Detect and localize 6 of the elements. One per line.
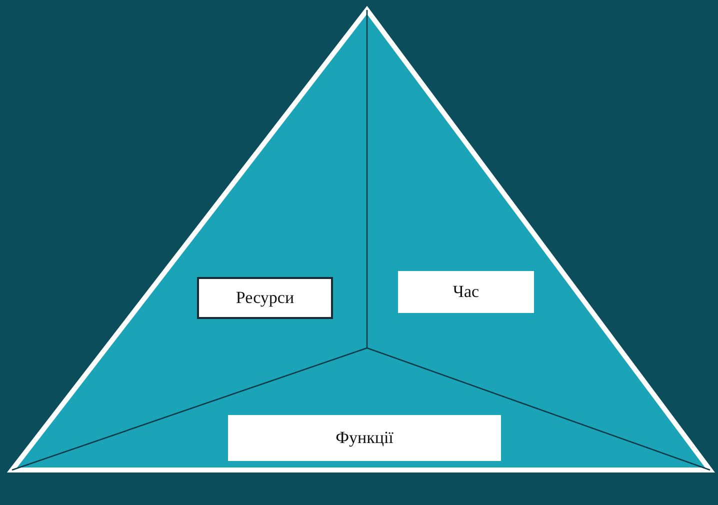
label-text: Функції <box>336 428 394 448</box>
label-box <box>228 415 501 461</box>
label-text: Час <box>452 282 480 302</box>
label-text: Ресурси <box>236 288 294 308</box>
label-box <box>197 277 333 319</box>
label-box <box>398 271 534 313</box>
